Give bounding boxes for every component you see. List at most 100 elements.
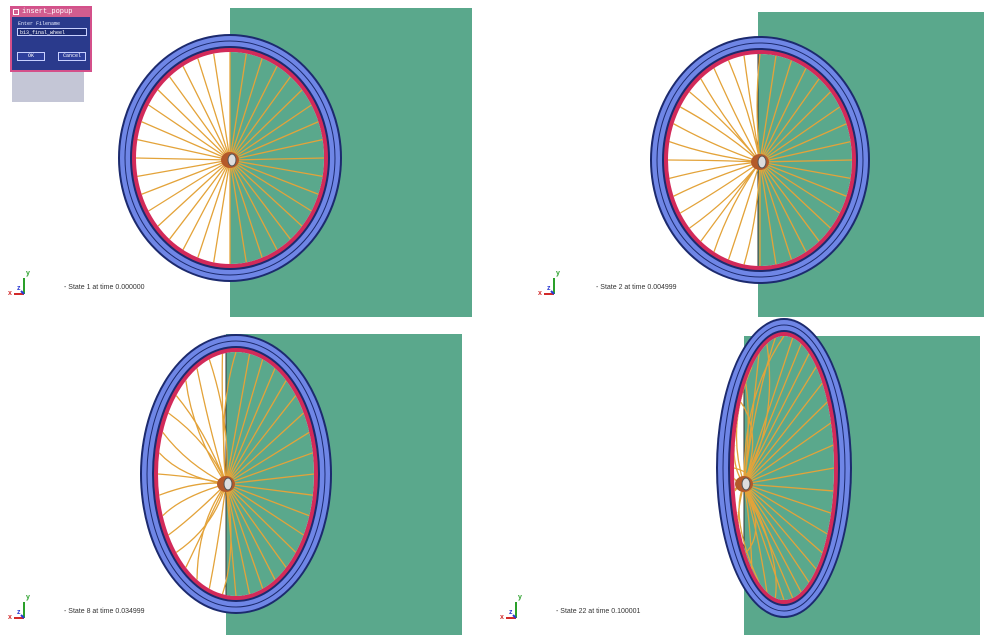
spoke bbox=[229, 159, 312, 212]
spoke bbox=[743, 55, 761, 163]
spoke bbox=[743, 353, 810, 485]
spoke bbox=[673, 161, 761, 197]
axis-z-label: z bbox=[17, 285, 21, 292]
filename-label: Enter Filename bbox=[18, 21, 61, 27]
spoke bbox=[743, 483, 768, 593]
axis-x-label: x bbox=[8, 614, 12, 621]
axis-x-label: x bbox=[538, 290, 542, 297]
wheel-render-3 bbox=[140, 334, 462, 635]
spoke bbox=[229, 89, 303, 161]
spoke bbox=[225, 368, 276, 485]
popup-backdrop bbox=[12, 72, 84, 102]
spoke bbox=[700, 78, 761, 163]
spoke bbox=[759, 161, 807, 253]
spoke bbox=[225, 431, 310, 485]
axis-triad-icon: y x z bbox=[500, 594, 530, 624]
spoke bbox=[759, 159, 852, 163]
spoke bbox=[225, 452, 314, 485]
axis-y-label: y bbox=[556, 270, 560, 277]
spoke bbox=[679, 161, 761, 214]
axis-triad-icon: y x z bbox=[8, 594, 38, 624]
spoke bbox=[759, 161, 841, 214]
hub-axle bbox=[757, 155, 767, 169]
tire-groove bbox=[722, 324, 846, 612]
spoke bbox=[743, 337, 776, 485]
spoke bbox=[225, 483, 264, 589]
spoke bbox=[743, 467, 834, 485]
axis-y-label: y bbox=[26, 594, 30, 601]
spoke bbox=[743, 483, 823, 554]
spoke bbox=[743, 161, 761, 265]
spoke bbox=[743, 483, 757, 554]
spoke bbox=[157, 89, 231, 161]
spoke bbox=[225, 359, 264, 485]
spoke bbox=[169, 159, 231, 240]
spoke bbox=[743, 337, 794, 485]
spoke bbox=[229, 159, 247, 263]
spoke bbox=[759, 161, 851, 180]
spoke bbox=[225, 483, 310, 517]
hub-axle bbox=[223, 477, 233, 491]
spoke bbox=[225, 483, 276, 580]
spoke bbox=[743, 483, 777, 599]
spoke bbox=[743, 483, 785, 600]
spoke bbox=[743, 483, 832, 514]
spoke bbox=[229, 157, 324, 161]
insert-popup-dialog: insert_popup Enter Filename b13_final_wh… bbox=[10, 6, 92, 72]
axis-triad-icon: y x z bbox=[8, 270, 38, 300]
spoke bbox=[225, 380, 287, 485]
spoke bbox=[759, 161, 793, 260]
tire-groove bbox=[146, 340, 326, 608]
spoke bbox=[759, 161, 847, 197]
ok-button[interactable]: OK bbox=[17, 52, 45, 61]
spoke bbox=[759, 106, 841, 163]
hub-axle bbox=[227, 153, 237, 167]
spoke bbox=[759, 161, 777, 265]
spoke bbox=[137, 159, 231, 178]
spoke bbox=[168, 483, 227, 536]
spoke bbox=[229, 159, 303, 227]
spoke bbox=[229, 159, 323, 178]
tire-groove bbox=[124, 40, 336, 276]
axis-x-label: x bbox=[500, 614, 504, 621]
spoke bbox=[743, 483, 810, 583]
wheel-render-4 bbox=[716, 318, 980, 635]
spoke bbox=[213, 159, 231, 263]
spoke bbox=[225, 395, 297, 485]
spoke bbox=[221, 483, 232, 595]
tire-groove bbox=[656, 42, 864, 278]
spoke bbox=[182, 65, 231, 161]
state-caption: - State 8 at time 0.034999 bbox=[64, 608, 145, 615]
spoke bbox=[148, 104, 231, 161]
spoke bbox=[229, 76, 291, 161]
spoke bbox=[759, 140, 851, 163]
spoke bbox=[222, 352, 237, 485]
state-caption: - State 2 at time 0.004999 bbox=[596, 284, 677, 291]
axis-z-label: z bbox=[17, 609, 21, 616]
spoke bbox=[136, 157, 231, 161]
filename-input[interactable]: b13_final_wheel bbox=[17, 28, 87, 36]
viewport-state-1: - State 1 at time 0.000000 y x z bbox=[0, 0, 492, 317]
spoke bbox=[756, 54, 761, 163]
spoke bbox=[225, 483, 297, 553]
spoke bbox=[229, 138, 323, 161]
spoke bbox=[182, 159, 231, 251]
popup-titlebar[interactable]: insert_popup bbox=[12, 8, 90, 17]
spoke bbox=[225, 353, 251, 485]
viewport-state-2: - State 2 at time 0.004999 y x z bbox=[492, 0, 984, 317]
spoke bbox=[743, 382, 823, 485]
spoke bbox=[157, 159, 231, 227]
spoke bbox=[213, 53, 231, 161]
spoke bbox=[689, 161, 761, 229]
spoke bbox=[225, 483, 287, 568]
spoke bbox=[669, 140, 761, 163]
spoke bbox=[148, 159, 231, 212]
spoke bbox=[196, 368, 227, 485]
cancel-button[interactable]: Cancel bbox=[58, 52, 86, 61]
spoke bbox=[713, 67, 761, 163]
state-caption: - State 22 at time 0.100001 bbox=[556, 608, 641, 615]
spoke bbox=[743, 422, 832, 485]
spoke bbox=[743, 336, 785, 485]
window-menu-icon[interactable] bbox=[13, 9, 19, 15]
spoke bbox=[743, 343, 802, 485]
